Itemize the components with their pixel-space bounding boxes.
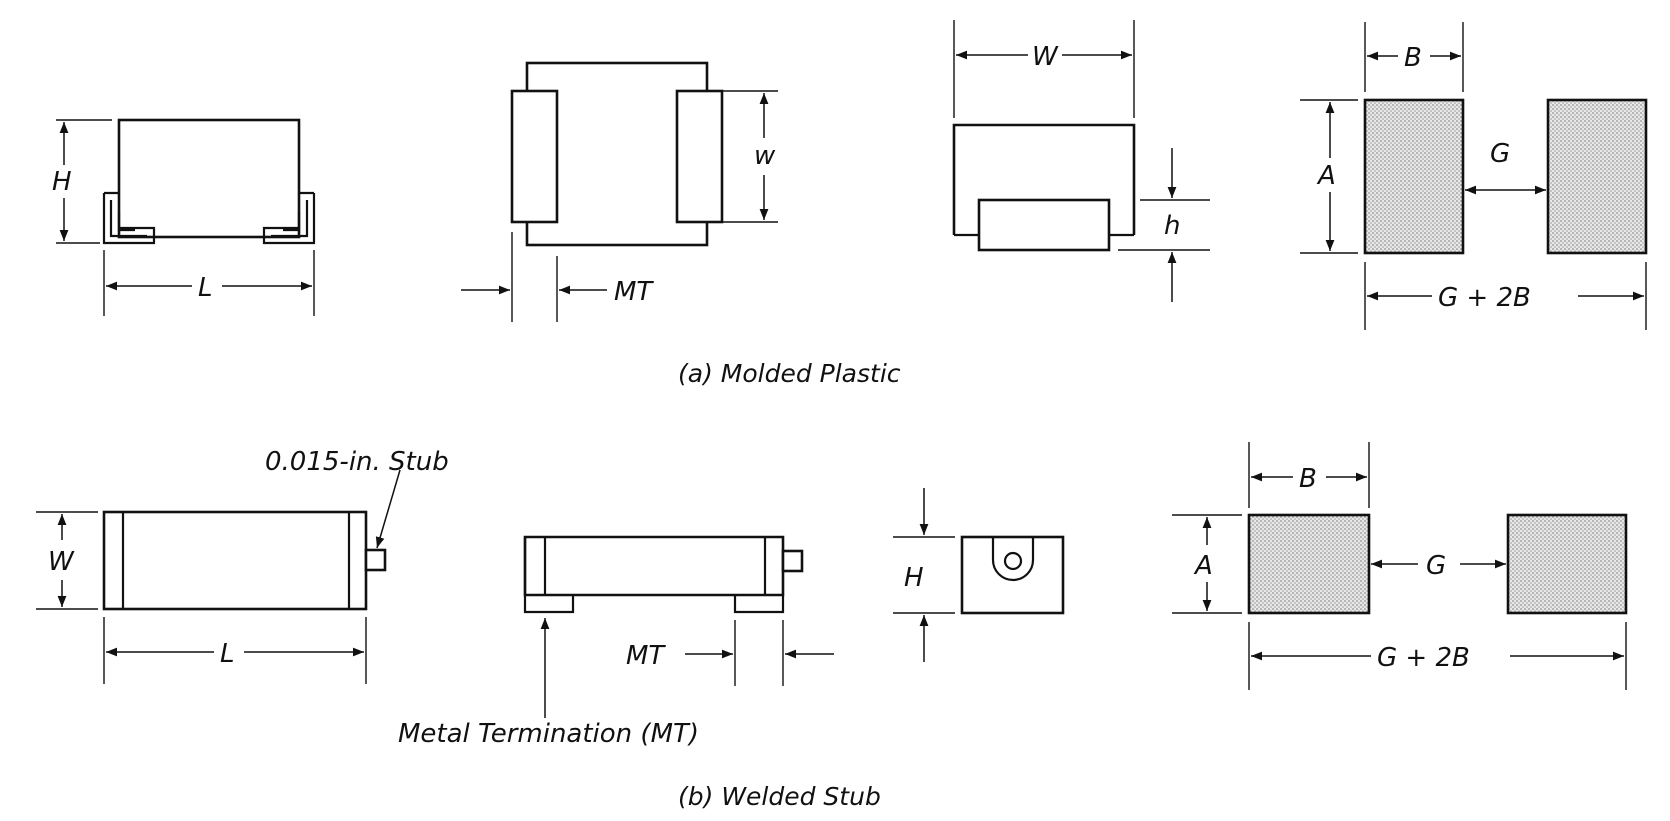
label-A-molded: A — [1316, 161, 1336, 191]
stub-side-view: Metal Termination (MT) MT — [398, 535, 834, 749]
pad-right-a — [1546, 98, 1648, 255]
pad-left-b — [1247, 513, 1371, 615]
label-W-stub: W — [48, 547, 75, 577]
molded-side-view: H L — [52, 118, 316, 316]
pad-right-b — [1506, 513, 1628, 615]
stub-tab — [364, 548, 387, 572]
j-lead-right — [262, 191, 316, 245]
label-H-stub: H — [904, 563, 924, 593]
label-L-stub: L — [220, 639, 235, 669]
stub-end-body — [960, 535, 1065, 615]
label-MT-molded: MT — [614, 277, 654, 307]
stub-end-circle — [1003, 551, 1023, 571]
molded-end-termination — [977, 198, 1111, 252]
stub-top-view: 0.015-in. Stub W L — [36, 447, 449, 684]
label-stub: 0.015-in. Stub — [265, 447, 449, 477]
label-H-molded: H — [52, 167, 72, 197]
j-lead-left — [102, 191, 156, 245]
stub-end-view: H — [893, 488, 1065, 662]
termination-right — [675, 89, 724, 224]
label-MT-stub: MT — [626, 641, 666, 671]
label-G2B-stub: G + 2B — [1377, 643, 1470, 673]
pad-left-a — [1363, 98, 1465, 255]
label-A-stub: A — [1193, 551, 1213, 581]
label-B-stub: B — [1299, 464, 1317, 494]
caption-welded-stub: (b) Welded Stub — [678, 782, 881, 811]
termination-left — [510, 89, 559, 224]
stub-side-tab — [781, 549, 804, 573]
molded-top-view: w MT — [461, 61, 778, 322]
label-B-molded: B — [1404, 43, 1422, 73]
label-L-molded: L — [198, 273, 213, 303]
stub-end-loop — [991, 537, 1035, 582]
label-W-molded: W — [1032, 42, 1059, 72]
stub-land-pattern: B A G G + 2B — [1172, 442, 1628, 690]
caption-molded-plastic: (a) Molded Plastic — [678, 359, 901, 388]
molded-body — [117, 118, 301, 239]
label-metal-termination: Metal Termination (MT) — [398, 719, 699, 749]
molded-land-pattern: B A G G + 2B — [1300, 22, 1648, 330]
label-w: w — [754, 141, 776, 171]
stub-side-body — [523, 535, 785, 597]
label-G-molded: G — [1490, 139, 1510, 169]
label-h: h — [1164, 211, 1180, 241]
label-G2B-molded: G + 2B — [1438, 283, 1531, 313]
stub-body — [102, 510, 368, 611]
molded-end-view: W h — [952, 20, 1210, 302]
label-G-stub: G — [1426, 551, 1446, 581]
